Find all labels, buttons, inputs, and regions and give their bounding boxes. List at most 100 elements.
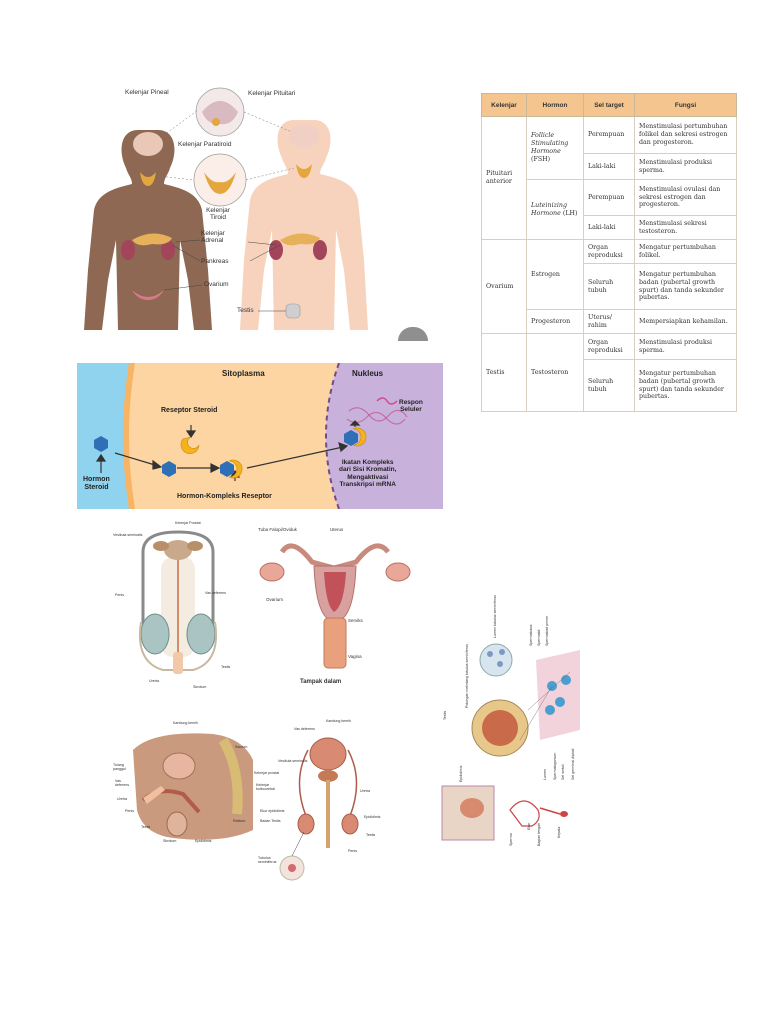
table-row: Pituitari anterior Follicle Stimulating … — [481, 116, 737, 240]
label-pancreas: Pankreas — [201, 258, 229, 265]
cell-function: Menstimulasi produksi sperma. — [634, 333, 737, 360]
label-testis-body: Badan Testis — [260, 819, 281, 823]
label-spermatocyte: Spermatosit primer — [545, 615, 549, 646]
cell-target: Seluruh tubuh — [583, 359, 635, 412]
cell-target: Organ reproduksi — [583, 239, 635, 264]
label-ovary: Ovarium — [204, 281, 229, 288]
table-row: Ovarium Estrogen Organ reproduksi Mengat… — [481, 239, 737, 334]
label-vesicle: Vesikula seminalis — [113, 533, 143, 537]
table-row: Progesteron Uterus/ rahim Mempersiapkan … — [482, 309, 737, 334]
male-side-diagram: Kandung kemih Sacrum Tulang panggul Vas … — [113, 720, 253, 850]
label-thyroid: Kelenjar Tiroid — [206, 207, 230, 222]
label-sacrum: Sacrum — [235, 745, 248, 749]
hormone-line2: Steroid — [84, 483, 109, 491]
label-scrotum: Skrotum — [193, 685, 207, 689]
cell-function: Menstimulasi produksi sperma. — [634, 153, 737, 180]
steroid-mechanism-diagram: Sitoplasma Nukleus Reseptor Steroid Resp… — [77, 363, 443, 509]
label-vas: Vas deferens — [294, 727, 315, 731]
label-epididymis: Epididimis — [364, 815, 381, 819]
label-cervix: Serviks — [348, 618, 363, 623]
label-spermatogonium: Spermatogonium — [553, 752, 557, 780]
label-prostate: Kelenjar Prostat — [175, 521, 201, 525]
response-line2: Seluler — [400, 406, 422, 414]
label-testis: Testis — [366, 833, 376, 837]
label-testis: Testis — [141, 825, 151, 829]
cell-target: Perempuan — [583, 179, 635, 216]
lh-abbr: (LH) — [562, 209, 578, 217]
cell-hormone-testosterone: Testosteron — [526, 333, 584, 412]
label-vas: Vas deferens — [115, 779, 129, 787]
label-penis: Penis — [125, 809, 134, 813]
binding-line1: Ikatan Kompleks — [341, 459, 394, 466]
table-row: Laki-laki Menstimulasi sekresi testoster… — [482, 215, 737, 240]
label-tubule: Tubulus seminiferus — [258, 856, 277, 864]
label-rectum: Rektum — [233, 819, 246, 823]
label-penis: Penis — [348, 849, 357, 853]
label-urethra: Uretra — [149, 679, 159, 683]
binding-line4: Transkripsi mRNA — [339, 480, 396, 488]
binding-line2: dari Sisi Kromatin, — [339, 466, 397, 474]
label-parathyroid: Kelenjar Paratiroid — [178, 141, 232, 148]
table-row: Luteinizing Hormone (LH) Perempuan Menst… — [482, 179, 737, 240]
hormone-line1: Hormon — [83, 476, 110, 483]
label-ovary: Ovarium — [266, 597, 284, 602]
cell-target: Laki-laki — [583, 153, 635, 180]
cell-target: Uterus/ rahim — [583, 309, 635, 334]
label-sertoli: Sel sertoli — [561, 764, 565, 780]
label-receptor: Reseptor Steroid — [161, 407, 218, 414]
cell-gland-pituitary: Pituitari anterior — [481, 116, 527, 240]
response-line1: Respon — [399, 399, 423, 406]
female-illustration — [259, 543, 411, 669]
label-tubules: Potongan melintang tubulus seminiferus — [465, 644, 469, 708]
table-row: Seluruh tubuh Mengatur pertumbuhan badan… — [482, 359, 737, 412]
label-spermatozoa: Spermatozoa — [529, 624, 533, 646]
label-urethra: Uretra — [117, 797, 127, 801]
endocrine-illustration — [84, 87, 368, 330]
male-front2-illustration — [279, 737, 359, 881]
cell-hormone-lh: Luteinizing Hormone (LH) — [526, 179, 584, 240]
cell-gland-ovary: Ovarium — [481, 239, 527, 334]
label-testis: Testis — [221, 665, 231, 669]
female-reproductive-diagram: Tuba Falopi/Oviduk Uterus Ovarium Servik… — [252, 522, 422, 692]
label-uterus: Uterus — [330, 527, 344, 532]
label-prostate: Kelenjar prostat — [254, 771, 280, 775]
table-row: Seluruh tubuh Mengatur pertumbuhan badan… — [482, 263, 737, 310]
cell-hormone-estrogen: Estrogen — [526, 239, 584, 310]
label-tail: Ekor — [527, 822, 531, 830]
label-bulbo: Kelenjar bulbouretral — [256, 783, 275, 791]
cell-hormone-progesterone: Progesteron — [526, 309, 584, 334]
fsh-abbr: (FSH) — [531, 155, 551, 163]
label-urethra: Uretra — [360, 789, 370, 793]
cell-target: Organ reproduksi — [583, 333, 635, 360]
label-nucleus: Nukleus — [352, 369, 384, 378]
male-front2-diagram: Kandung kemih Vas deferens Vesikula semi… — [252, 719, 392, 885]
male-side-illustration — [133, 733, 253, 840]
label-adrenal: Kelenjar Adrenal — [201, 230, 225, 245]
header-gland: Kelenjar — [481, 93, 527, 117]
male-front-diagram: Kelenjar Prostat Vesikula seminalis Peni… — [113, 521, 243, 694]
lh-name: Luteinizing Hormone — [531, 201, 567, 217]
label-tube: Tuba Falopi/Oviduk — [258, 527, 297, 532]
label-epi-head: Ekor epididimis — [260, 809, 285, 813]
caption-internal: Tampak dalam — [300, 679, 342, 685]
cell-target: Seluruh tubuh — [583, 263, 635, 310]
label-binding: Ikatan Kompleks dari Sisi Kromatin, Meng… — [339, 459, 396, 488]
table-row: Testis Testosteron Organ reproduksi Mens… — [481, 333, 737, 412]
spermatogenesis-illustration — [441, 643, 580, 841]
label-penis: Penis — [115, 593, 124, 597]
cell-gland-testis: Testis — [481, 333, 527, 412]
label-vesicle: Vesikula seminalis — [278, 759, 308, 763]
label-germ: Sel germinal diploid — [571, 748, 575, 780]
fsh-name: Follicle Stimulating Hormone — [531, 132, 569, 155]
label-response: Respon Seluler — [399, 399, 423, 414]
cell-function: Mengatur pertumbuhan badan (pubertal gro… — [634, 359, 737, 412]
label-head: Kepala — [557, 826, 561, 838]
cell-function: Mengatur pertumbuhan folikel. — [634, 239, 737, 264]
label-epididymis: Epididimis — [195, 839, 212, 843]
label-midpiece: Bagian tengah — [537, 822, 541, 846]
label-cytoplasm: Sitoplasma — [222, 369, 265, 378]
label-tubule-cs: Lumen tubulus seminiferus — [493, 595, 497, 638]
cell-function: Menstimulasi pertumbuhan folikel dan sek… — [634, 116, 737, 154]
table-header-row: Kelenjar Hormon Sel target Fungsi — [481, 93, 737, 117]
header-hormone: Hormon — [526, 93, 584, 117]
